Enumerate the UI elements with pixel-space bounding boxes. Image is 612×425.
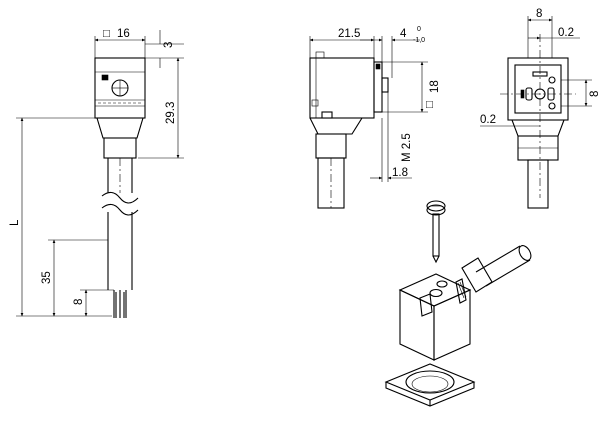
- rear-connector-body: [507, 57, 569, 121]
- side-flange: [373, 61, 383, 113]
- iso-gasket-hole: [405, 370, 455, 394]
- dim-side-tol-upper: 0: [417, 26, 421, 33]
- dim-rear-height: 8: [589, 91, 601, 97]
- side-gland: [315, 133, 347, 159]
- side-connector-body: [309, 57, 375, 119]
- side-pin: [381, 77, 389, 93]
- dim-side-tol-lower: -1,0: [413, 37, 425, 44]
- dim-rear-width: 8: [536, 8, 542, 20]
- front-gland: [103, 137, 137, 159]
- side-square-symbol: □: [426, 99, 433, 111]
- iso-gasket-outer: [384, 363, 476, 401]
- dim-total-length: L: [9, 219, 21, 226]
- front-neck: [96, 117, 144, 139]
- dim-rear-offset-top: 0.2: [558, 27, 574, 39]
- side-view: 21.5 4 0 -1,0 18 □ 1.8 M 2.5: [309, 26, 441, 209]
- rear-cable: [527, 159, 549, 209]
- dim-side-depth: 21.5: [338, 28, 360, 40]
- dim-wire-end: 8: [73, 299, 85, 305]
- dim-strip-length: 35: [41, 271, 53, 284]
- rear-view: 8 0.2 8 0.2: [480, 8, 601, 209]
- side-neck: [309, 117, 363, 135]
- isometric-view: [384, 200, 532, 407]
- dim-rear-offset-left: 0.2: [480, 114, 496, 126]
- dim-side-thickness: 1.8: [392, 167, 408, 179]
- iso-cable: [475, 245, 521, 273]
- dim-side-thread: M 2.5: [401, 133, 413, 162]
- front-connector-body: [94, 57, 146, 119]
- dim-front-height: 29.3: [165, 102, 177, 124]
- rear-neck: [511, 119, 565, 137]
- dim-front-top-offset: 3: [163, 42, 175, 48]
- iso-gland: [461, 257, 493, 293]
- iso-front-face: [399, 289, 435, 361]
- iso-screw-head: [426, 204, 446, 216]
- dim-side-gap: 4: [400, 28, 407, 40]
- front-view: □ 16 3 29.3 L 35 8: [9, 28, 184, 318]
- dim-front-width: 16: [117, 28, 130, 40]
- side-screw-slot: [321, 111, 333, 119]
- pin-mark: [101, 74, 109, 81]
- dim-side-flange: 18: [429, 80, 441, 93]
- front-square-symbol: □: [103, 28, 110, 40]
- iso-screw-shaft: [432, 213, 440, 257]
